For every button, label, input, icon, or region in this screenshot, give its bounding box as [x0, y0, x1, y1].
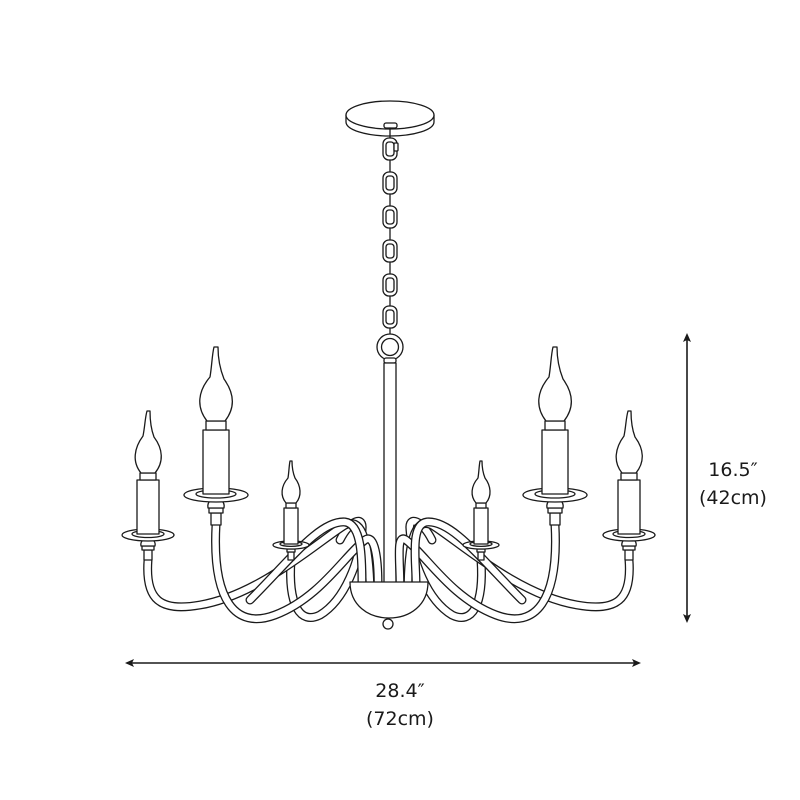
finial — [382, 618, 394, 630]
height-imperial: 16.5″ — [708, 459, 758, 481]
width-imperial: 28.4″ — [375, 680, 425, 702]
candle-inner-right — [462, 460, 500, 561]
height-dimension-arrow — [683, 333, 691, 623]
candle-mid-right — [522, 346, 588, 526]
candle-inner-left — [272, 460, 310, 561]
candle-far-right — [602, 410, 656, 561]
chain — [382, 122, 399, 337]
ring — [376, 333, 404, 364]
candle-far-left — [121, 410, 175, 561]
height-metric: (42cm) — [699, 487, 767, 509]
height-dimension-label: 16.5″ (42cm) — [683, 456, 783, 512]
width-dimension-arrow — [125, 659, 641, 667]
candle-mid-left — [183, 346, 249, 526]
width-dimension-label: 28.4″ (72cm) — [330, 677, 470, 733]
width-metric: (72cm) — [366, 708, 434, 730]
center-bowl — [349, 581, 429, 619]
center-rod — [383, 362, 397, 586]
